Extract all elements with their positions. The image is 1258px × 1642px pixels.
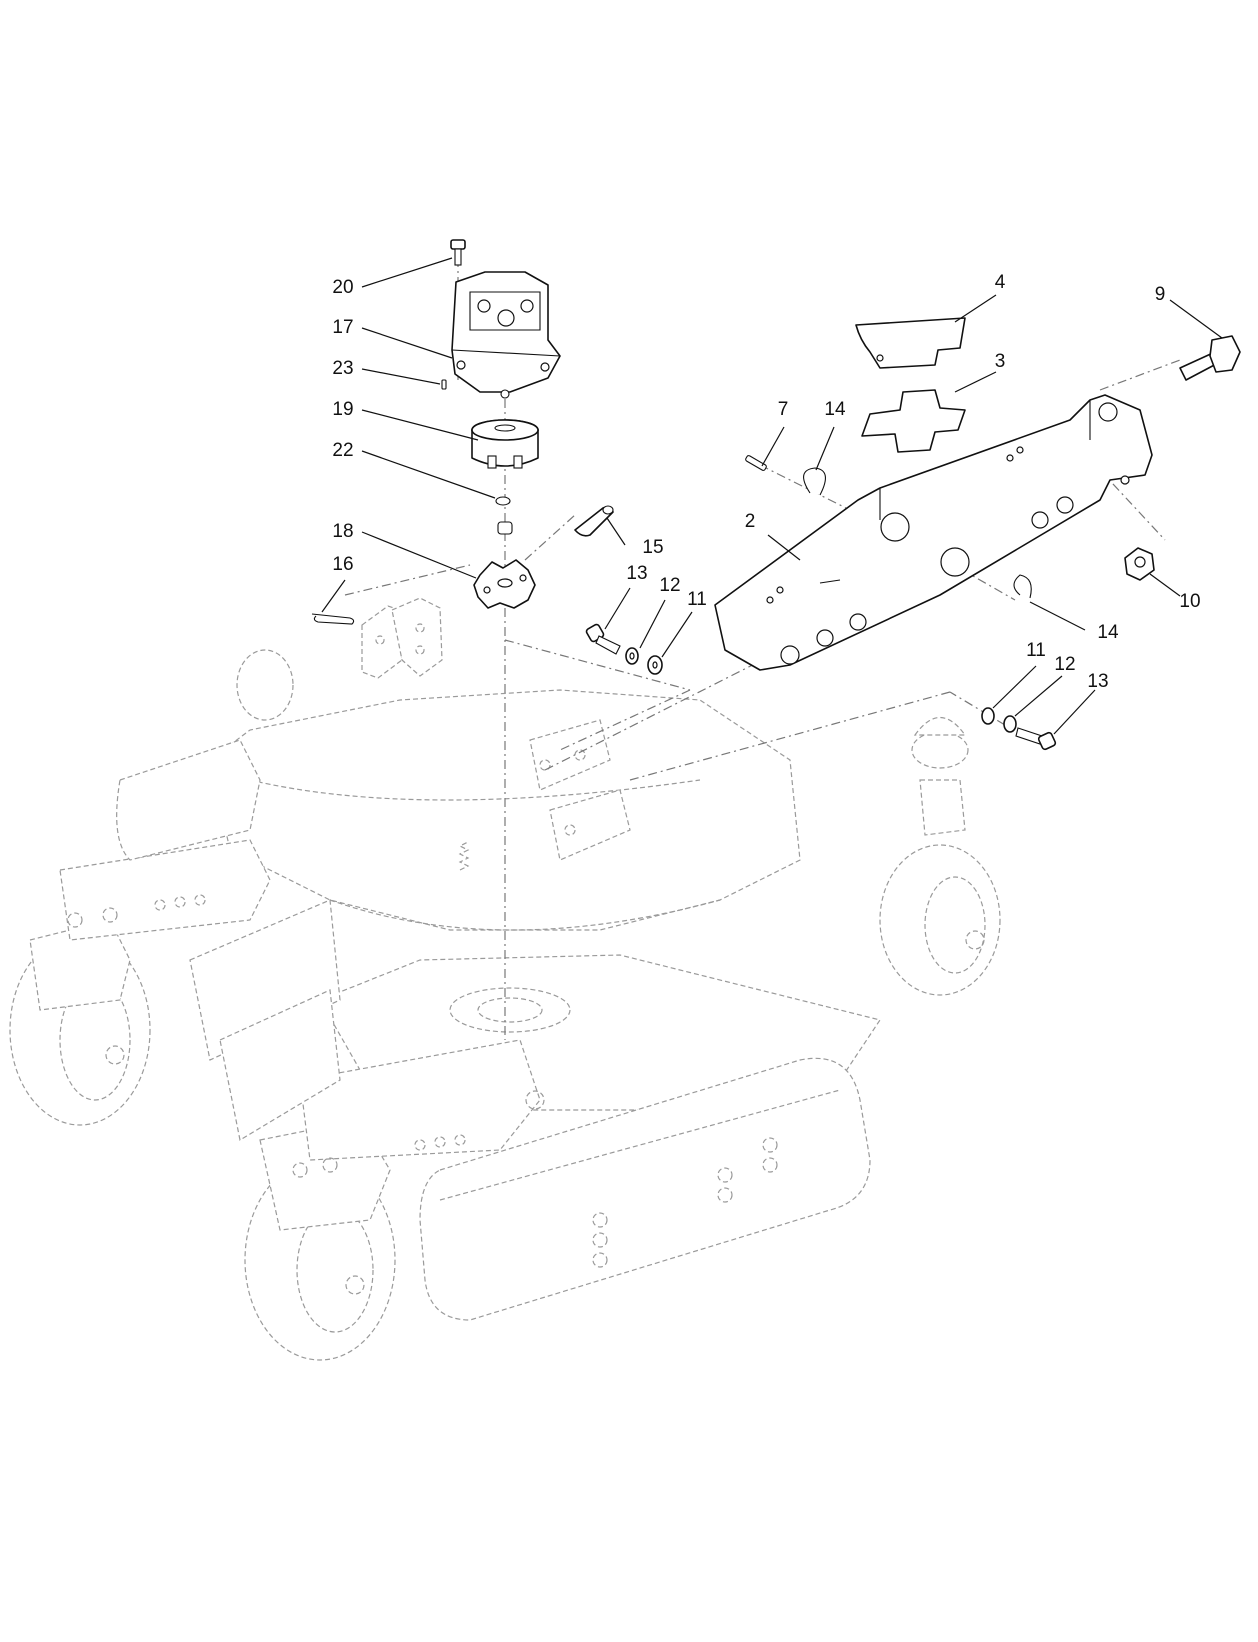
- part-10-nut: [1124, 547, 1155, 581]
- part-23-key: [441, 379, 447, 390]
- callout-4: 4: [995, 272, 1006, 293]
- callout-17: 17: [332, 317, 353, 338]
- callout-13-left: 13: [626, 563, 647, 584]
- callout-16: 16: [332, 554, 353, 575]
- callout-2: 2: [745, 511, 756, 532]
- part-14-snap-ring-lower: [1013, 574, 1032, 599]
- part-15-pin: [574, 505, 614, 537]
- part-7-roll-pin: [745, 455, 767, 471]
- right-caster-ghost: [879, 717, 1001, 996]
- callout-10: 10: [1179, 591, 1200, 612]
- part-4-decal: [855, 317, 966, 369]
- callout-12-left: 12: [659, 575, 680, 596]
- part-20-bolt: [450, 239, 466, 266]
- part-3-decal: [861, 389, 966, 453]
- part-18-spider: [473, 521, 536, 609]
- leader-lines: [321, 257, 1223, 735]
- part-16-hairpin-clip: [311, 613, 355, 625]
- hardware-right: [981, 707, 1057, 751]
- callout-15: 15: [642, 537, 663, 558]
- part-22-snap-ring: [495, 496, 511, 506]
- front-left-caster-ghost: [244, 1039, 545, 1361]
- left-caster-ghost: [9, 839, 271, 1126]
- callout-14-upper: 14: [824, 399, 846, 420]
- callout-11-right: 11: [1026, 640, 1046, 661]
- callout-labels: 20 17 23 19 22 18 16 15 13 12 11 4 3 7 1…: [332, 272, 1200, 692]
- callout-23: 23: [332, 358, 353, 379]
- part-9-bolt: [1179, 335, 1241, 381]
- hardware-left: [585, 623, 663, 675]
- callout-19: 19: [332, 399, 353, 420]
- callout-7: 7: [778, 399, 789, 420]
- callout-9: 9: [1155, 284, 1166, 305]
- part-17-hydraulic-motor: [451, 271, 561, 399]
- front-roller-ghost: [419, 1057, 871, 1321]
- callout-11-left: 11: [687, 589, 707, 610]
- part-14-snap-ring-upper: [803, 467, 826, 496]
- callout-14-lower: 14: [1097, 622, 1119, 643]
- mower-deck-ghost: [9, 649, 1001, 1361]
- callout-20: 20: [332, 277, 353, 298]
- callout-13-right: 13: [1087, 671, 1108, 692]
- callout-18: 18: [332, 521, 353, 542]
- callout-22: 22: [332, 440, 353, 461]
- callout-3: 3: [995, 351, 1006, 372]
- part-19-coupler: [471, 419, 539, 469]
- part-2-lift-arm: [714, 394, 1153, 671]
- callout-12-right: 12: [1054, 654, 1075, 675]
